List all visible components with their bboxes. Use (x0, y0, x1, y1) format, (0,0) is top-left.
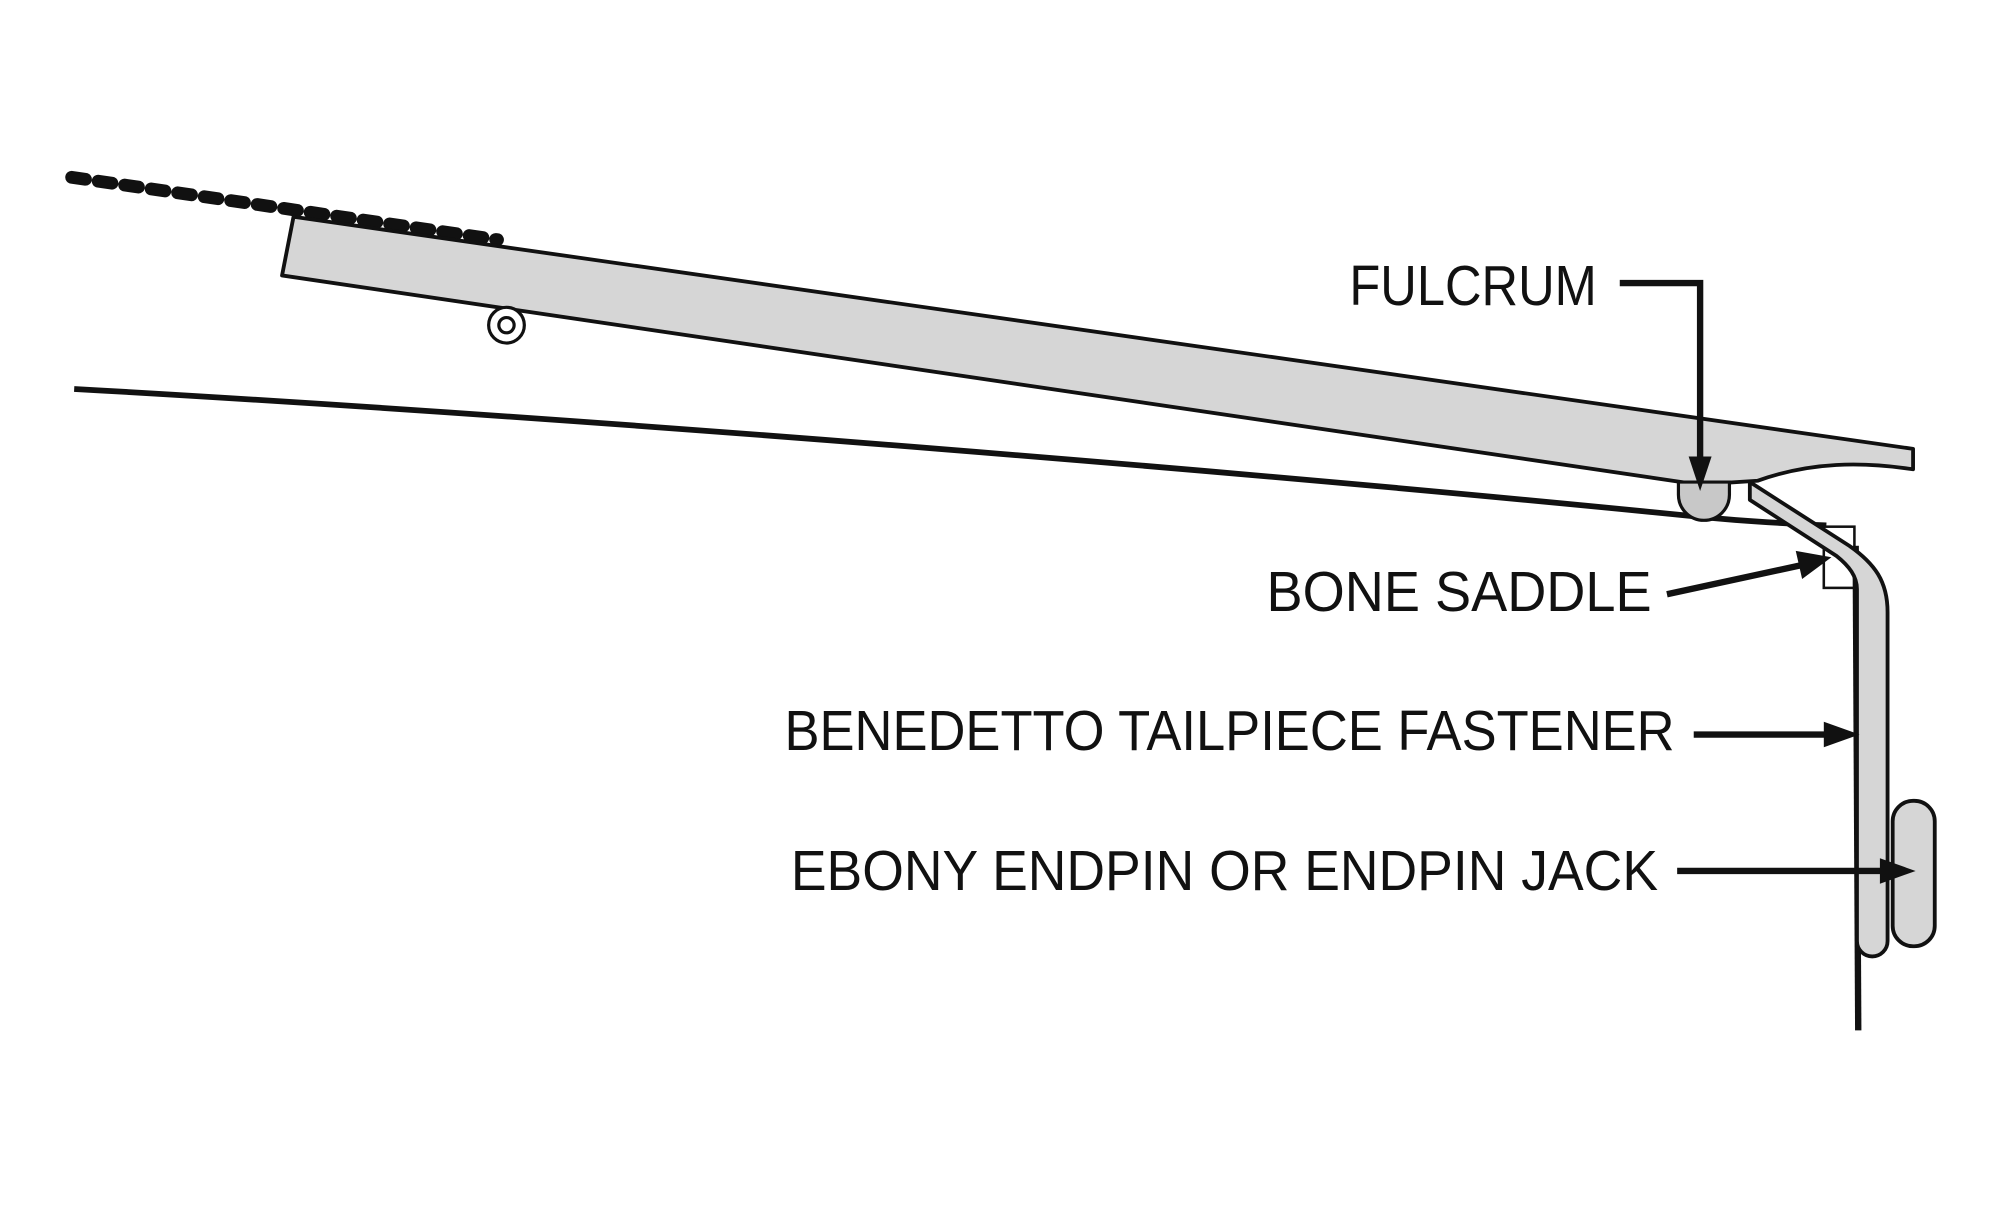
arrowhead-icon (1795, 550, 1832, 579)
bone-saddle-leader-line (1666, 560, 1810, 598)
fulcrum (1676, 480, 1732, 522)
arrowhead-icon (1688, 456, 1712, 491)
strings (65, 170, 504, 247)
label-endpin: EBONY ENDPIN OR ENDPIN JACK (791, 839, 1658, 902)
label-bone-saddle: BONE SADDLE (1267, 560, 1652, 623)
tailpiece (280, 214, 1915, 487)
tailpiece-fastener (1747, 480, 1890, 959)
fulcrum-leader-line (1619, 279, 1704, 457)
eyelet-icon (487, 305, 526, 345)
guitar-top-line (74, 386, 1827, 529)
label-fulcrum: FULCRUM (1349, 254, 1596, 317)
arrowhead-icon (1823, 721, 1860, 748)
arrowhead-icon (1879, 858, 1916, 884)
label-tailpiece-fastener: BENEDETTO TAILPIECE FASTENER (784, 699, 1674, 762)
